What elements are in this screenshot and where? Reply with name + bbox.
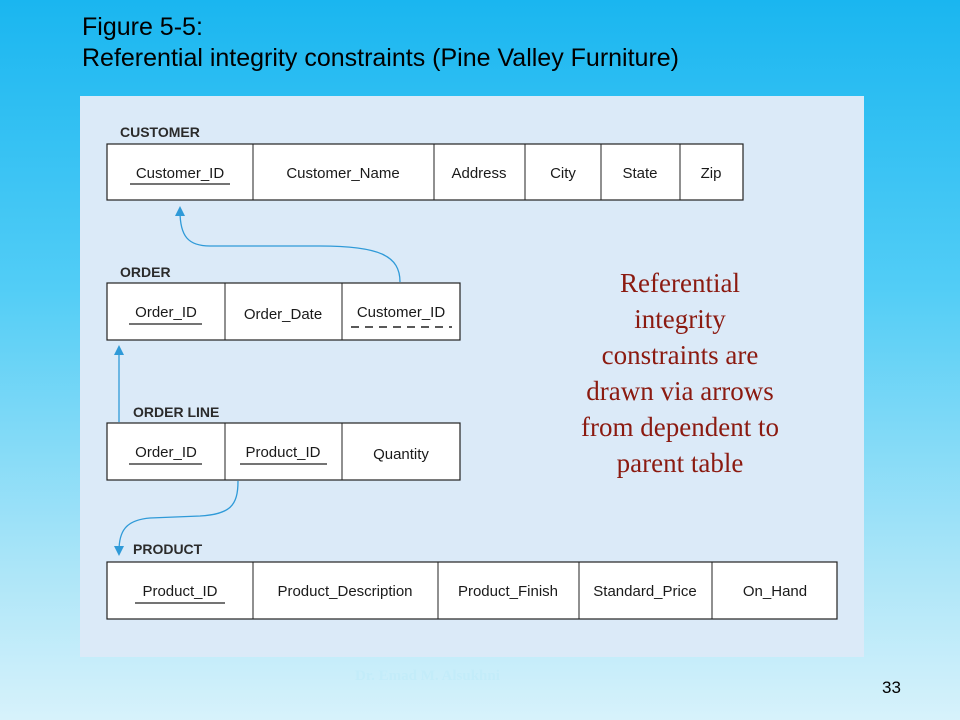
- callout-line: integrity: [634, 304, 726, 334]
- order-id-cell: Order_ID: [135, 304, 197, 321]
- quantity-cell: Quantity: [373, 446, 429, 463]
- product-id-cell: Product_ID: [142, 583, 217, 600]
- standard-price-cell: Standard_Price: [593, 583, 696, 600]
- callout-line: from dependent to: [581, 412, 779, 442]
- table-label-product: PRODUCT: [133, 541, 203, 557]
- arrow-order-line-to-product: [114, 480, 239, 556]
- callout-line: constraints are: [601, 340, 759, 370]
- diagram-panel: CUSTOMER Customer_ID Customer_Name Addre…: [80, 96, 864, 657]
- state-cell: State: [622, 165, 657, 182]
- referential-integrity-note: Referential integrity constraints are dr…: [545, 265, 815, 481]
- customer-name-cell: Customer_Name: [286, 165, 399, 182]
- city-cell: City: [550, 165, 576, 182]
- footer-author: Dr. Emad M. Alsukhni: [355, 668, 500, 684]
- figure-number: Figure 5-5:: [82, 13, 203, 41]
- product-table: Product_ID Product_Description Product_F…: [106, 561, 838, 620]
- product-finish-cell: Product_Finish: [458, 583, 558, 600]
- page-number: 33: [882, 678, 901, 697]
- on-hand-cell: On_Hand: [743, 583, 807, 600]
- product-description-cell: Product_Description: [277, 583, 412, 600]
- address-cell: Address: [451, 165, 506, 182]
- order-line-order-id-cell: Order_ID: [135, 444, 197, 461]
- slide-title: Figure 5-5: Referential integrity constr…: [82, 12, 679, 74]
- callout-line: parent table: [616, 448, 744, 478]
- order-date-cell: Order_Date: [244, 306, 322, 323]
- customer-id-cell: Customer_ID: [136, 165, 225, 182]
- customer-table: Customer_ID Customer_Name Address City S…: [106, 143, 744, 201]
- order-line-table: Order_ID Product_ID Quantity: [106, 422, 461, 481]
- table-label-order: ORDER: [120, 264, 171, 280]
- zip-cell: Zip: [701, 165, 722, 182]
- order-table: Order_ID Order_Date Customer_ID: [106, 282, 461, 341]
- callout-line: drawn via arrows: [586, 376, 774, 406]
- order-customer-id-cell: Customer_ID: [357, 304, 446, 321]
- relational-diagram: CUSTOMER Customer_ID Customer_Name Addre…: [106, 124, 838, 620]
- table-label-customer: CUSTOMER: [120, 124, 200, 140]
- order-line-product-id-cell: Product_ID: [245, 444, 320, 461]
- callout-line: Referential: [620, 268, 740, 298]
- figure-caption: Referential integrity constraints (Pine …: [82, 44, 680, 72]
- arrow-order-to-customer: [175, 206, 401, 283]
- table-label-order-line: ORDER LINE: [133, 404, 219, 420]
